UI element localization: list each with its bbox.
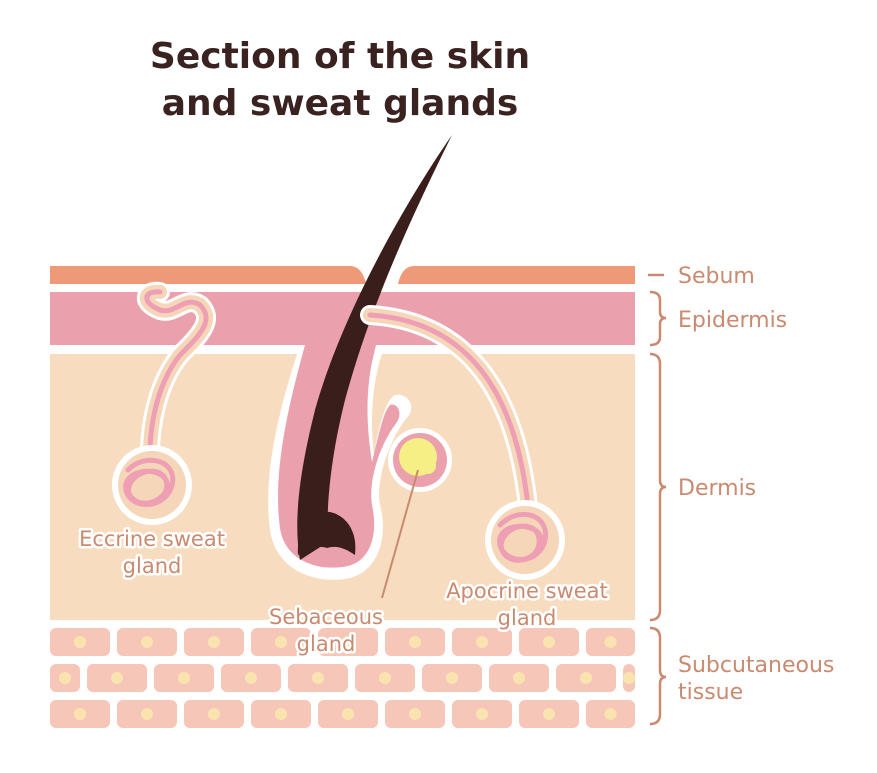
sebaceous-label-line1: Sebaceous	[269, 605, 383, 629]
dermis-callout: Dermis	[649, 352, 756, 622]
fat-cell-nucleus	[409, 708, 421, 720]
fat-cell-nucleus	[141, 636, 153, 648]
fat-cell-nucleus	[604, 636, 617, 648]
subcutaneous-label-line1: Subcutaneous	[678, 653, 834, 678]
fat-cell-nucleus	[446, 672, 458, 684]
eccrine-duct	[136, 281, 216, 480]
diagram-title-line1: Section of the skin	[150, 36, 530, 77]
epidermis-callout: Epidermis	[649, 290, 787, 347]
apocrine-label-line1: Apocrine sweat	[446, 579, 608, 603]
fat-cell-nucleus	[111, 672, 123, 684]
fat-cell-nucleus	[74, 708, 86, 720]
subcutaneous-layer	[50, 628, 635, 728]
apocrine-label-line2: gland	[498, 606, 557, 630]
eccrine-gland-coil	[112, 445, 192, 525]
sebum-layer	[50, 266, 635, 284]
fat-cell-nucleus	[476, 636, 488, 648]
fat-cell-nucleus	[245, 672, 257, 684]
fat-cell-nucleus	[409, 636, 421, 648]
sebaceous-gland	[381, 428, 452, 599]
fat-cell-nucleus	[59, 672, 71, 684]
fat-cell-nucleus	[275, 636, 287, 648]
epidermis-label: Epidermis	[678, 308, 787, 333]
diagram-title-line2: and sweat glands	[162, 83, 519, 124]
fat-cell-nucleus	[604, 708, 617, 720]
fat-cell-nucleus	[342, 636, 354, 648]
fat-cell-nucleus	[208, 636, 220, 648]
fat-cell-nucleus	[379, 672, 391, 684]
fat-cell-nucleus	[208, 708, 220, 720]
subcutaneous-callout: Subcutaneous tissue	[649, 626, 834, 726]
fat-cell-nucleus	[513, 672, 525, 684]
sebum-label: Sebum	[678, 264, 755, 289]
fat-cell-nucleus	[275, 708, 287, 720]
fat-cell-nucleus	[312, 672, 324, 684]
apocrine-gland-coil	[485, 500, 565, 580]
sebaceous-label-line2: gland	[297, 632, 356, 656]
fat-cell-nucleus	[141, 708, 153, 720]
fat-cell-nucleus	[543, 636, 555, 648]
fat-cell-nucleus	[580, 672, 592, 684]
fat-cell-nucleus	[623, 672, 635, 684]
dermis-label: Dermis	[678, 476, 756, 501]
eccrine-label-line2: gland	[123, 554, 182, 578]
apocrine-duct	[360, 305, 540, 540]
eccrine-label-line1: Eccrine sweat	[79, 527, 225, 551]
subcutaneous-label-line2: tissue	[678, 680, 743, 705]
fat-cell-nucleus	[178, 672, 190, 684]
sebum-callout: Sebum	[648, 264, 755, 289]
fat-cell-nucleus	[74, 636, 86, 648]
fat-cell-nucleus	[543, 708, 555, 720]
sebaceous-pointer-line	[381, 469, 419, 599]
hair-bulb	[297, 511, 356, 555]
fat-cell-nucleus	[476, 708, 488, 720]
fat-cell-nucleus	[342, 708, 354, 720]
